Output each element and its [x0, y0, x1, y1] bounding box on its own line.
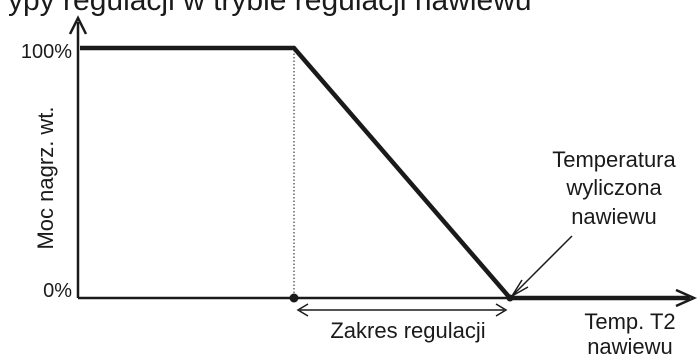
- range-label: Zakres regulacji: [330, 318, 485, 343]
- header-fragment: ypy regulacji w trybie regulacji nawiewu: [8, 0, 532, 17]
- setpoint-label-line2: wyliczona: [565, 175, 662, 200]
- series-line: [80, 45, 690, 301]
- x-axis-arrow: [675, 288, 698, 308]
- y-tick-0: 0%: [43, 280, 72, 302]
- y-axis-arrow: [68, 15, 88, 35]
- y-axis-label: Moc nagrz. wt.: [33, 106, 58, 249]
- setpoint-pointer-line: [513, 235, 573, 295]
- setpoint-label-line1: Temperatura: [552, 147, 676, 172]
- range-arrow-right-head: [495, 303, 508, 317]
- range-start-point: [289, 293, 299, 303]
- x-axis-label-line1: Temp. T2: [584, 309, 675, 334]
- setpoint-pointer-head: [511, 279, 529, 297]
- range-arrow-left-head: [296, 303, 309, 317]
- setpoint-label-line3: nawiewu: [571, 204, 657, 229]
- y-tick-100: 100%: [21, 41, 72, 63]
- x-axis-label-line2: nawiewu: [587, 334, 673, 359]
- range-end-point: [506, 294, 514, 302]
